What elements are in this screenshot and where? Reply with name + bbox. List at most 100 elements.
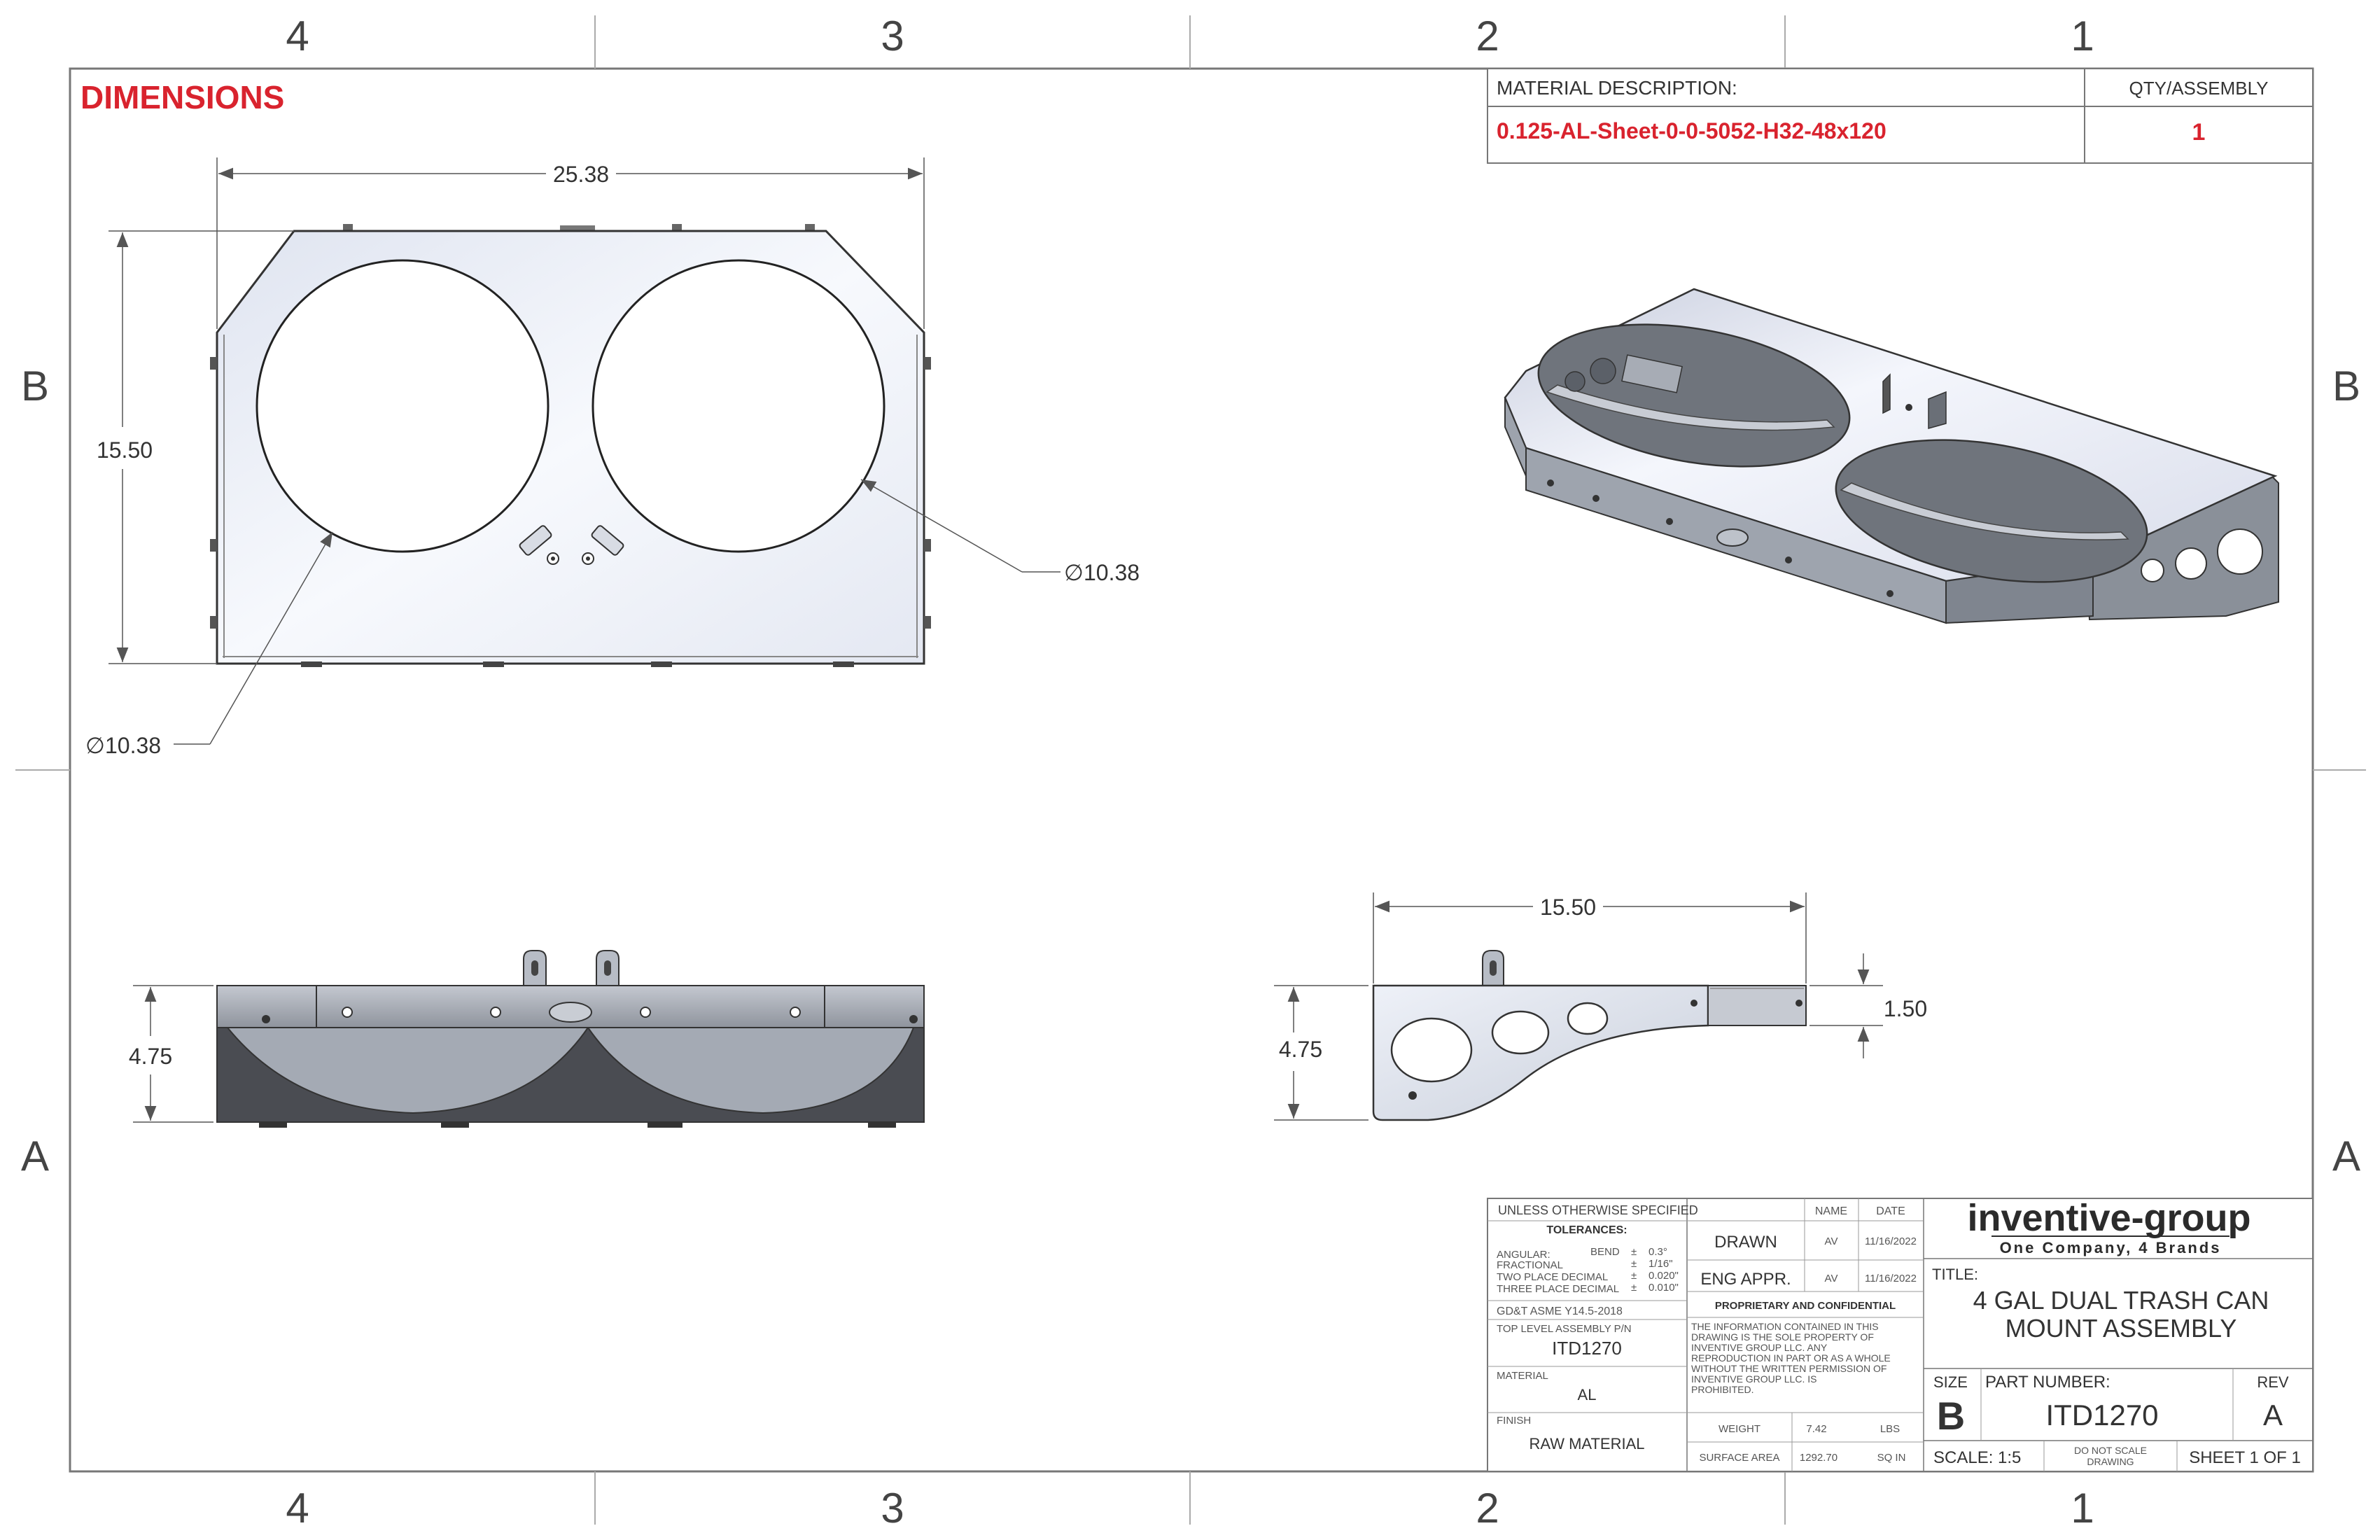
dim-front-height: 4.75	[129, 1044, 172, 1069]
sheet-border	[15, 15, 2366, 1525]
zone-row-right-b: B	[2332, 363, 2360, 410]
tb-title-line1: 4 GAL DUAL TRASH CAN	[1973, 1286, 2269, 1315]
zone-labels: 4 3 2 1 4 3 2 1 B A B A	[21, 13, 2360, 1532]
tb-prop-line-1: DRAWING IS THE SOLE PROPERTY OF	[1691, 1331, 1874, 1343]
dim-hole-left: 10.38	[105, 733, 161, 758]
tb-prop-line-3: REPRODUCTION IN PART OR AS A WHOLE	[1691, 1352, 1891, 1364]
tb-prop-line-4: WITHOUT THE WRITTEN PERMISSION OF	[1691, 1363, 1886, 1374]
tb-title-label: TITLE:	[1932, 1266, 1978, 1283]
dim-hole-right: 10.38	[1084, 560, 1140, 585]
zone-col-bottom-4: 1	[2071, 1485, 2094, 1532]
material-desc-value: 0.125-AL-Sheet-0-0-5052-H32-48x120	[1497, 118, 1886, 144]
tb-drawn-label: DRAWN	[1714, 1233, 1777, 1252]
tb-tol-sub-0: BEND	[1590, 1246, 1620, 1258]
dim-side-flange: 1.50	[1884, 996, 1927, 1021]
tb-area-unit: SQ IN	[1877, 1452, 1906, 1464]
iso-hole-right	[1835, 439, 2148, 583]
dim-top-height: 15.50	[97, 438, 153, 463]
company-logo: inventive-group	[1967, 1197, 2250, 1239]
material-table: MATERIAL DESCRIPTION: QTY/ASSEMBLY 0.125…	[1487, 68, 2314, 164]
tb-name-header: NAME	[1815, 1205, 1847, 1217]
tb-prop-line-6: PROHIBITED.	[1691, 1384, 1754, 1395]
tb-weight-value: 7.42	[1806, 1423, 1826, 1435]
tb-tol-pm-3: ±	[1631, 1282, 1637, 1294]
dimensions-heading: DIMENSIONS	[80, 79, 284, 115]
dim-side-width: 15.50	[1540, 895, 1596, 920]
tb-finish-label: FINISH	[1497, 1415, 1531, 1427]
tb-part-value: ITD1270	[2045, 1399, 2158, 1432]
tb-tol-val-1: 1/16"	[1648, 1258, 1673, 1270]
zone-row-left-b: B	[21, 363, 49, 410]
dim-side-height: 4.75	[1279, 1037, 1322, 1062]
zone-col-top-3: 2	[1476, 13, 1499, 59]
zone-col-bottom-2: 3	[881, 1485, 904, 1532]
tb-size-value: B	[1937, 1394, 1965, 1438]
iso-hole-left	[1537, 323, 1851, 468]
tb-area-label: SURFACE AREA	[1699, 1452, 1779, 1464]
tb-prop-line-2: INVENTIVE GROUP LLC. ANY	[1691, 1342, 1828, 1353]
tb-drawn-name: AV	[1825, 1236, 1838, 1247]
tb-unless: UNLESS OTHERWISE SPECIFIED	[1498, 1203, 1698, 1217]
tb-do-not-scale-1: DO NOT SCALE	[2074, 1445, 2147, 1456]
tb-eng-label: ENG APPR.	[1700, 1270, 1791, 1289]
zone-col-top-2: 3	[881, 13, 904, 59]
dim-top-width: 25.38	[553, 162, 609, 187]
zone-row-left-a: A	[21, 1133, 49, 1180]
tb-title-line2: MOUNT ASSEMBLY	[2005, 1314, 2237, 1343]
tb-tolerances: TOLERANCES:	[1546, 1224, 1627, 1236]
tb-tol-label-1: FRACTIONAL	[1497, 1259, 1563, 1271]
material-desc-header: MATERIAL DESCRIPTION:	[1497, 77, 1737, 99]
dim-hole-right-symbol: ∅	[1064, 560, 1084, 585]
tb-prop-line-0: THE INFORMATION CONTAINED IN THIS	[1691, 1321, 1879, 1332]
zone-col-bottom-3: 2	[1476, 1485, 1499, 1532]
tb-material-value: AL	[1578, 1386, 1597, 1404]
top-view-hole-left	[255, 259, 550, 553]
tb-tol-label-3: THREE PLACE DECIMAL	[1497, 1283, 1619, 1295]
tb-tol-label-0: ANGULAR:	[1497, 1249, 1550, 1261]
tb-tol-val-3: 0.010"	[1648, 1282, 1679, 1294]
zone-row-right-a: A	[2332, 1133, 2360, 1180]
tb-weight-label: WEIGHT	[1718, 1423, 1760, 1435]
top-view-hole-right	[592, 259, 886, 553]
tb-area-value: 1292.70	[1800, 1452, 1837, 1464]
tb-top-level-value: ITD1270	[1552, 1338, 1622, 1359]
tb-tol-pm-2: ±	[1631, 1270, 1637, 1282]
tb-gdt: GD&T ASME Y14.5-2018	[1497, 1306, 1623, 1317]
tb-drawn-date: 11/16/2022	[1865, 1236, 1917, 1247]
tb-eng-date: 11/16/2022	[1865, 1273, 1917, 1284]
tb-tol-val-0: 0.3°	[1648, 1246, 1667, 1258]
tb-weight-unit: LBS	[1880, 1423, 1900, 1435]
tb-tol-pm-1: ±	[1631, 1258, 1637, 1270]
front-view: 4.75	[129, 950, 925, 1128]
tb-proprietary: PROPRIETARY AND CONFIDENTIAL	[1715, 1300, 1896, 1312]
qty-value: 1	[2192, 119, 2206, 146]
tb-date-header: DATE	[1876, 1205, 1905, 1217]
dim-hole-left-symbol: ∅	[85, 733, 105, 758]
tb-tol-val-2: 0.020"	[1648, 1270, 1679, 1282]
tb-part-label: PART NUMBER:	[1985, 1373, 2110, 1392]
qty-header: QTY/ASSEMBLY	[2129, 78, 2269, 99]
zone-col-bottom-1: 4	[286, 1485, 309, 1532]
tb-material-label: MATERIAL	[1497, 1370, 1548, 1382]
tb-tol-pm-0: ±	[1631, 1246, 1637, 1258]
tb-eng-name: AV	[1825, 1273, 1838, 1284]
tb-do-not-scale-2: DRAWING	[2087, 1456, 2134, 1467]
zone-col-top-1: 4	[286, 13, 309, 59]
tb-tol-label-2: TWO PLACE DECIMAL	[1497, 1271, 1608, 1283]
tb-size-label: SIZE	[1933, 1373, 1968, 1391]
tb-prop-line-5: INVENTIVE GROUP LLC. IS	[1691, 1373, 1816, 1385]
company-tagline: One Company, 4 Brands	[2000, 1239, 2222, 1256]
tb-sheet: SHEET 1 OF 1	[2189, 1448, 2301, 1467]
tb-rev-label: REV	[2257, 1373, 2289, 1391]
tb-rev-value: A	[2263, 1399, 2283, 1432]
tb-scale: SCALE: 1:5	[1933, 1448, 2021, 1467]
top-view: 25.38 15.50 ∅ 10.38 ∅ 10.38	[85, 158, 1140, 758]
tb-finish-value: RAW MATERIAL	[1529, 1435, 1644, 1452]
side-view-body	[1372, 984, 1709, 1121]
side-view: 15.50 4.75 1.50	[1274, 892, 1927, 1121]
tb-top-level-label: TOP LEVEL ASSEMBLY P/N	[1497, 1323, 1632, 1335]
title-block: UNLESS OTHERWISE SPECIFIED TOLERANCES: A…	[1487, 1197, 2314, 1472]
zone-col-top-4: 1	[2071, 13, 2094, 59]
isometric-view	[1504, 288, 2279, 624]
